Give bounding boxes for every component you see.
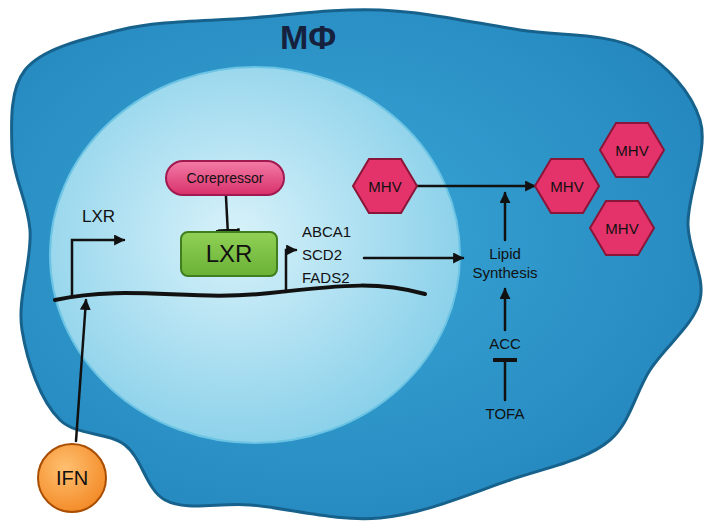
flow-arrow: [504, 193, 507, 240]
nucleus: [50, 67, 460, 443]
virus-particle: [535, 159, 599, 213]
virus-particle: [600, 123, 664, 177]
arrow-connector: [417, 185, 535, 188]
virus-particle: [590, 201, 654, 255]
gene-label: LXR: [82, 207, 115, 226]
lxr-box: LXR: [180, 231, 278, 277]
inhibition-connector: [226, 196, 228, 231]
gene-name: FADS2: [302, 268, 350, 287]
node-text: MHV: [605, 220, 638, 237]
virus-particle: [353, 159, 417, 213]
node-text: LXR: [206, 240, 253, 268]
virus-hexagon: MHV: [535, 158, 599, 214]
ifn-circle: IFN: [37, 443, 107, 513]
virus-hexagon: MHV: [353, 158, 417, 214]
flow-arrow: [364, 257, 463, 260]
node-text: Corepressor: [186, 170, 263, 186]
node-text: MHV: [368, 178, 401, 195]
cell-title: MΦ: [280, 18, 336, 57]
node-text: IFN: [56, 467, 88, 490]
flow-arrow: [504, 289, 507, 330]
signal-arrow: [76, 300, 86, 441]
virus-hexagon: MHV: [600, 122, 664, 178]
corepressor-pill: Corepressor: [165, 160, 285, 196]
gene-name: ABCA1: [302, 222, 351, 241]
node-text: MHV: [615, 142, 648, 159]
inhibition-line: [504, 360, 507, 400]
enzyme-label: ACC: [465, 334, 545, 353]
gene-name: SCD2: [302, 245, 342, 264]
virus-hexagon: MHV: [590, 200, 654, 256]
dna-strand: [55, 286, 425, 300]
macrophage-membrane: [12, 10, 703, 519]
promoter-arrow: [286, 250, 296, 292]
node-text: MHV: [550, 178, 583, 195]
process-label: Lipid Synthesis: [465, 244, 545, 282]
promoter-arrow: [72, 240, 124, 297]
inhibitor-label: TOFA: [465, 404, 545, 423]
